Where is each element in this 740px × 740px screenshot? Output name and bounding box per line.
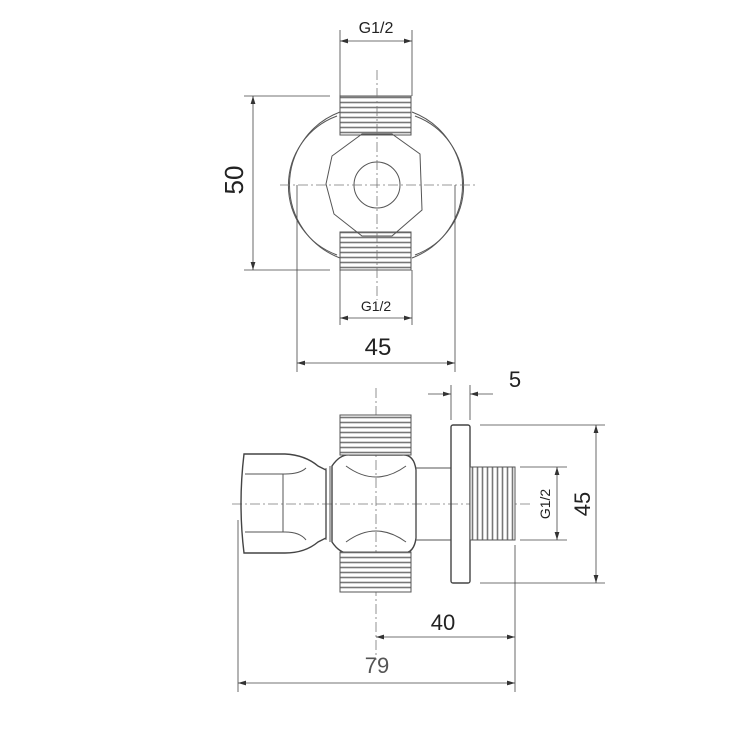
side-top-thread	[339, 414, 412, 456]
handle-cap	[240, 453, 327, 554]
width-dim-label: 45	[365, 334, 392, 361]
bottom-thread	[339, 231, 412, 271]
bottom-thread-label: G1/2	[361, 298, 392, 314]
side-view: 5 45 G1/2 40 79	[232, 367, 605, 692]
top-view: G1/2 G1/2 50 45	[219, 20, 475, 372]
top-thread	[339, 95, 412, 136]
outlet-thread-label: G1/2	[537, 489, 553, 520]
outlet-length-label: 40	[431, 610, 455, 635]
flange-height-label: 45	[570, 492, 595, 516]
outlet-thread	[469, 466, 516, 541]
height-dim-label: 50	[219, 166, 249, 195]
top-thread-label: G1/2	[359, 20, 394, 37]
overall-length-label: 79	[365, 653, 389, 678]
flange-thickness-label: 5	[509, 367, 521, 392]
side-bottom-thread	[339, 551, 412, 593]
